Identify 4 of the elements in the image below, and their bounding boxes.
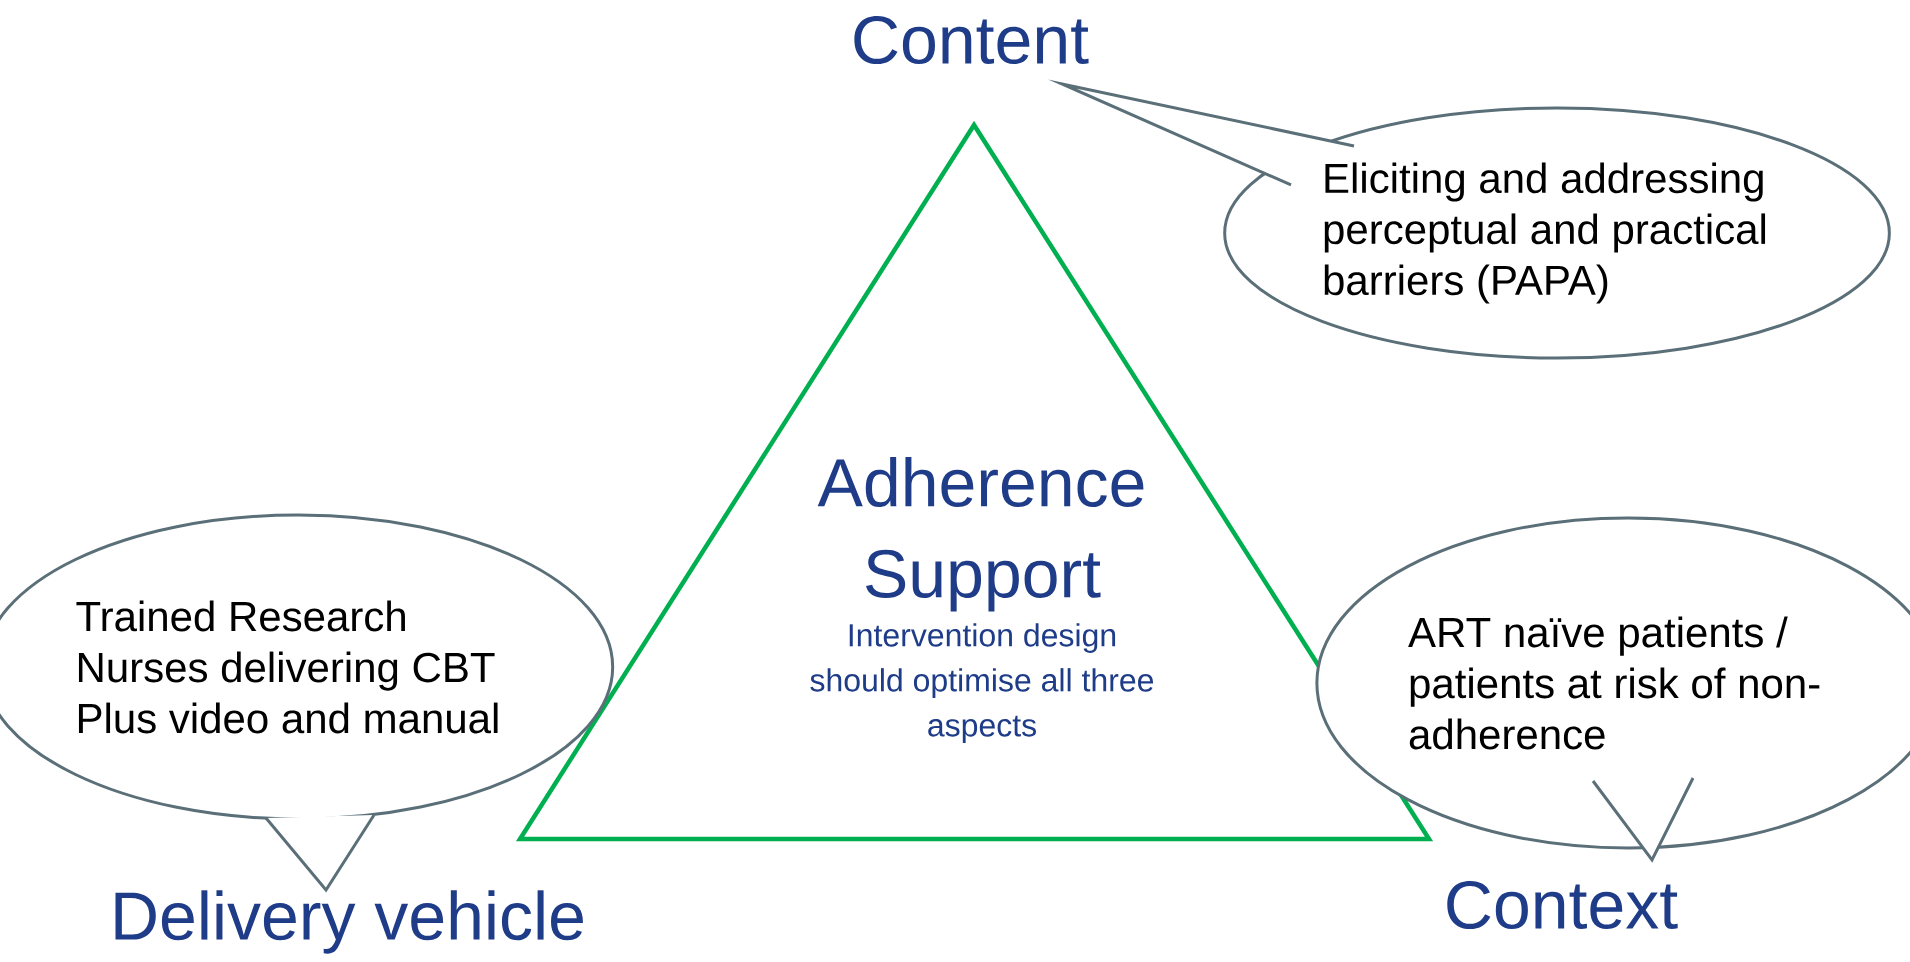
- heading: Context: [1447, 880, 1678, 930]
- heading: Content: [854, 15, 1089, 65]
- speech-bubble: ART naïve patients / patients at risk of non-adherence: [1315, 516, 1910, 863]
- heading: Delivery vehicle: [115, 890, 583, 954]
